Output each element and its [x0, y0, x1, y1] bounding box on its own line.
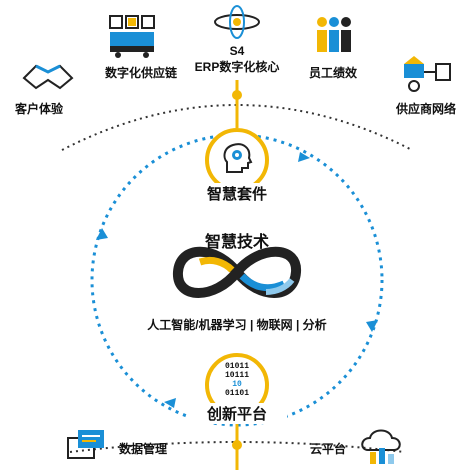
binary-line: 10: [232, 380, 242, 389]
blue-dotted-circle: [90, 133, 384, 427]
cloud-platform-label: 云平台: [309, 442, 346, 456]
connector-dot-top: [232, 90, 242, 100]
innovation-platform-title: 创新平台: [187, 403, 287, 424]
head-gear-icon: [223, 143, 253, 173]
arrow-top-right: [298, 152, 310, 162]
arrow-right-down: [366, 320, 378, 332]
supplier-network-label: 供应商网络: [395, 102, 456, 116]
data-management-label: 数据管理: [118, 442, 167, 456]
customer-experience-label: 客户体验: [14, 102, 63, 116]
binary-line: 10111: [224, 371, 249, 380]
infinity-icon: [173, 246, 301, 298]
intelligent-suite-title: 智慧套件: [187, 183, 287, 204]
data-management-icon: [67, 430, 104, 459]
s4-label: S4: [229, 44, 245, 58]
top-dotted-arc: [61, 104, 413, 151]
erp-core-icon: [214, 5, 260, 39]
digital-supply-chain-label: 数字化供应链: [104, 66, 177, 80]
supply-chain-icon: [109, 15, 155, 58]
handshake-icon: [22, 64, 74, 90]
connector-dot-bottom: [232, 440, 242, 450]
supplier-network-icon: [404, 56, 451, 92]
cloud-icon: [361, 429, 401, 464]
arrow-left-up: [96, 228, 108, 240]
erp-core-label: ERP数字化核心: [194, 60, 280, 74]
intelligent-tech-title: 智慧技术: [204, 234, 269, 251]
binary-code-icon: 01011 10111 10 01101: [219, 362, 255, 398]
intelligent-tech-subtitle: 人工智能/机器学习 | 物联网 | 分析: [147, 318, 327, 332]
employee-icon: [317, 17, 351, 52]
binary-line: 01101: [224, 389, 249, 398]
binary-line: 01011: [224, 362, 249, 371]
arrow-bottom-left: [164, 398, 176, 408]
employee-performance-label: 员工绩效: [308, 66, 357, 80]
